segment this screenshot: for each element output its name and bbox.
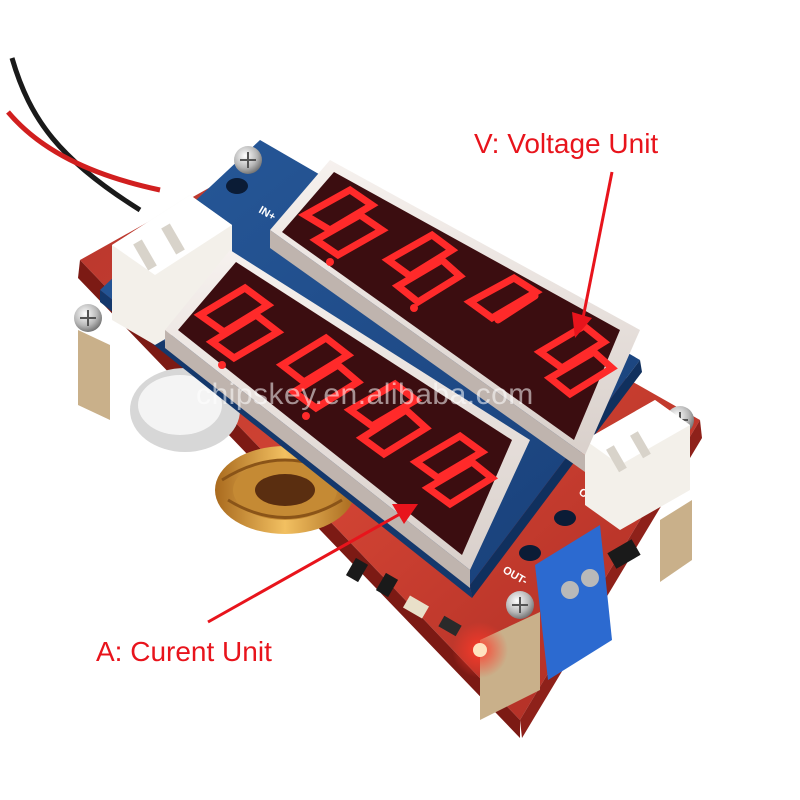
voltage-arrow xyxy=(572,171,614,338)
current-display xyxy=(165,250,530,588)
current-arrow xyxy=(207,504,418,624)
smd-components xyxy=(345,539,641,637)
current-unit-label: A: Curent Unit xyxy=(96,636,272,667)
watermark-text: chipskey.en.alibaba.com xyxy=(196,378,534,411)
wire-icon xyxy=(6,57,161,213)
inductor-icon xyxy=(215,446,355,534)
current-digits xyxy=(193,283,499,509)
terminal-block xyxy=(535,525,612,680)
voltage-unit-label: V: Voltage Unit xyxy=(474,128,659,159)
voltage-digits xyxy=(298,185,618,399)
voltage-display xyxy=(270,160,640,472)
connector-icon-output xyxy=(585,400,690,530)
